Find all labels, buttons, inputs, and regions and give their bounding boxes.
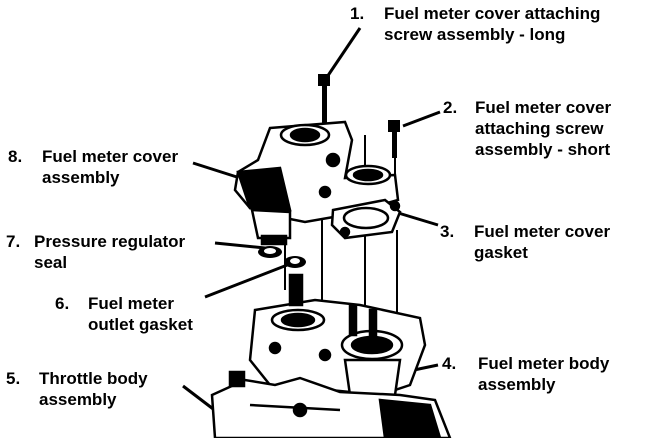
callout-1-line-1: Fuel meter cover attaching xyxy=(384,4,601,23)
leader-8 xyxy=(192,161,241,180)
callout-2: 2. Fuel meter cover attaching screw assem… xyxy=(443,97,611,160)
callout-6-number: 6. xyxy=(55,294,70,313)
callout-6-line-1: Fuel meter xyxy=(88,294,174,313)
leader-7 xyxy=(214,241,266,250)
long-screw xyxy=(318,74,330,134)
leader-2 xyxy=(402,110,441,128)
callout-1: 1. Fuel meter cover attaching screw assem… xyxy=(350,3,600,45)
callout-8: 8. Fuel meter cover assembly xyxy=(8,146,178,188)
callout-7-line-2: seal xyxy=(34,253,68,272)
short-screw xyxy=(388,120,400,158)
callout-8-line-1: Fuel meter cover xyxy=(42,147,179,166)
regulator-seal xyxy=(258,246,282,258)
callout-2-line-3: assembly - short xyxy=(475,140,611,159)
callout-2-line-2: attaching screw xyxy=(475,119,604,138)
callout-8-line-2: assembly xyxy=(42,168,120,187)
callout-2-number: 2. xyxy=(443,98,458,117)
fuel-meter-cover xyxy=(233,120,400,246)
callout-8-number: 8. xyxy=(8,147,23,166)
callout-3: 3. Fuel meter cover gasket xyxy=(440,221,610,263)
leader-1 xyxy=(323,27,362,81)
callout-4-number: 4. xyxy=(442,354,457,373)
cover-gasket xyxy=(330,198,402,240)
callout-2-line-1: Fuel meter cover xyxy=(475,98,612,117)
callout-5: 5. Throttle body assembly xyxy=(6,368,148,410)
callout-7: 7. Pressure regulator seal xyxy=(6,231,185,273)
callout-6: 6. Fuel meter outlet gasket xyxy=(55,293,193,335)
callout-3-line-2: gasket xyxy=(474,243,528,262)
leader-3 xyxy=(394,210,439,227)
callout-6-line-2: outlet gasket xyxy=(88,315,193,334)
callout-7-number: 7. xyxy=(6,232,21,251)
callout-3-number: 3. xyxy=(440,222,455,241)
callout-3-line-1: Fuel meter cover xyxy=(474,222,611,241)
throttle-body xyxy=(210,370,452,438)
callout-4-line-2: assembly xyxy=(478,375,556,394)
fuel-meter-body xyxy=(248,273,427,397)
leader-6 xyxy=(204,260,296,299)
callout-4-line-1: Fuel meter body xyxy=(478,354,610,373)
callout-5-line-1: Throttle body xyxy=(39,369,148,388)
outlet-gasket xyxy=(284,256,306,268)
callout-5-number: 5. xyxy=(6,369,21,388)
callout-1-number: 1. xyxy=(350,4,365,23)
callout-7-line-1: Pressure regulator xyxy=(34,232,186,251)
callout-4: 4. Fuel meter body assembly xyxy=(442,353,609,395)
callout-5-line-2: assembly xyxy=(39,390,117,409)
callout-1-line-2: screw assembly - long xyxy=(384,25,566,44)
leader-lines xyxy=(182,27,441,420)
